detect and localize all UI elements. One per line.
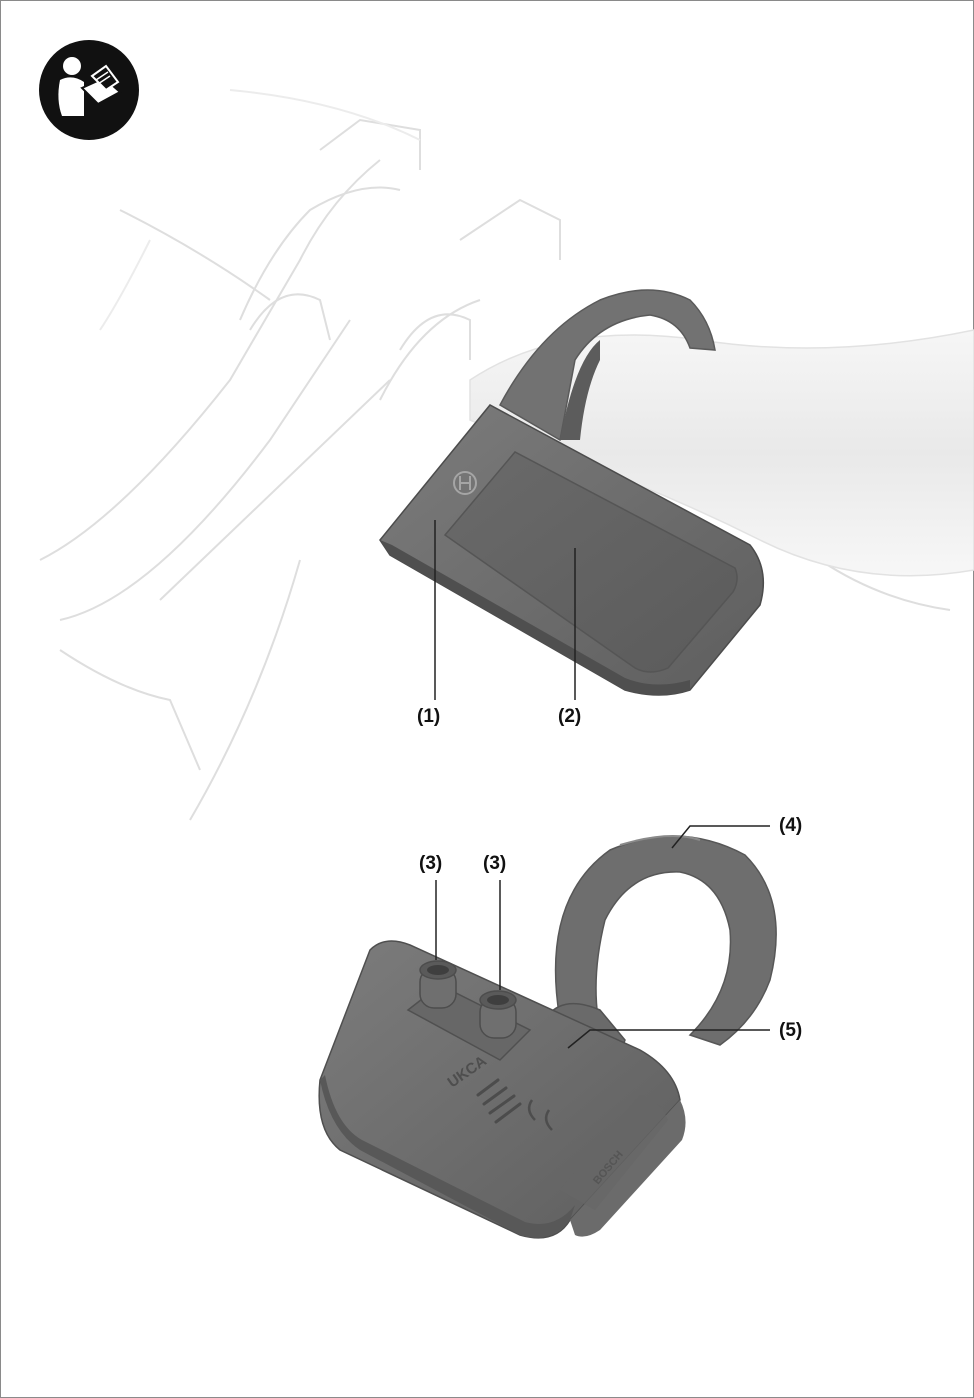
read-manual-icon [39, 40, 139, 140]
callout-2: (2) [558, 706, 582, 727]
leader-line-4 [671, 825, 770, 849]
callout-3a: (3) [419, 853, 443, 874]
bosch-logo-icon [453, 471, 477, 495]
display-unit [379, 404, 765, 696]
ce-mark-icon [527, 1099, 553, 1131]
connector-a [419, 960, 457, 1009]
vent-slots [476, 1078, 522, 1124]
mounting-band-top [498, 289, 716, 442]
callout-3b: (3) [483, 853, 507, 874]
connector-b [479, 990, 517, 1039]
mount-bracket [318, 835, 777, 1239]
callout-5: (5) [779, 1020, 803, 1041]
leader-line-5 [567, 1029, 770, 1049]
callout-4: (4) [779, 815, 803, 836]
display-screen [443, 451, 738, 673]
callout-1: (1) [417, 706, 441, 727]
